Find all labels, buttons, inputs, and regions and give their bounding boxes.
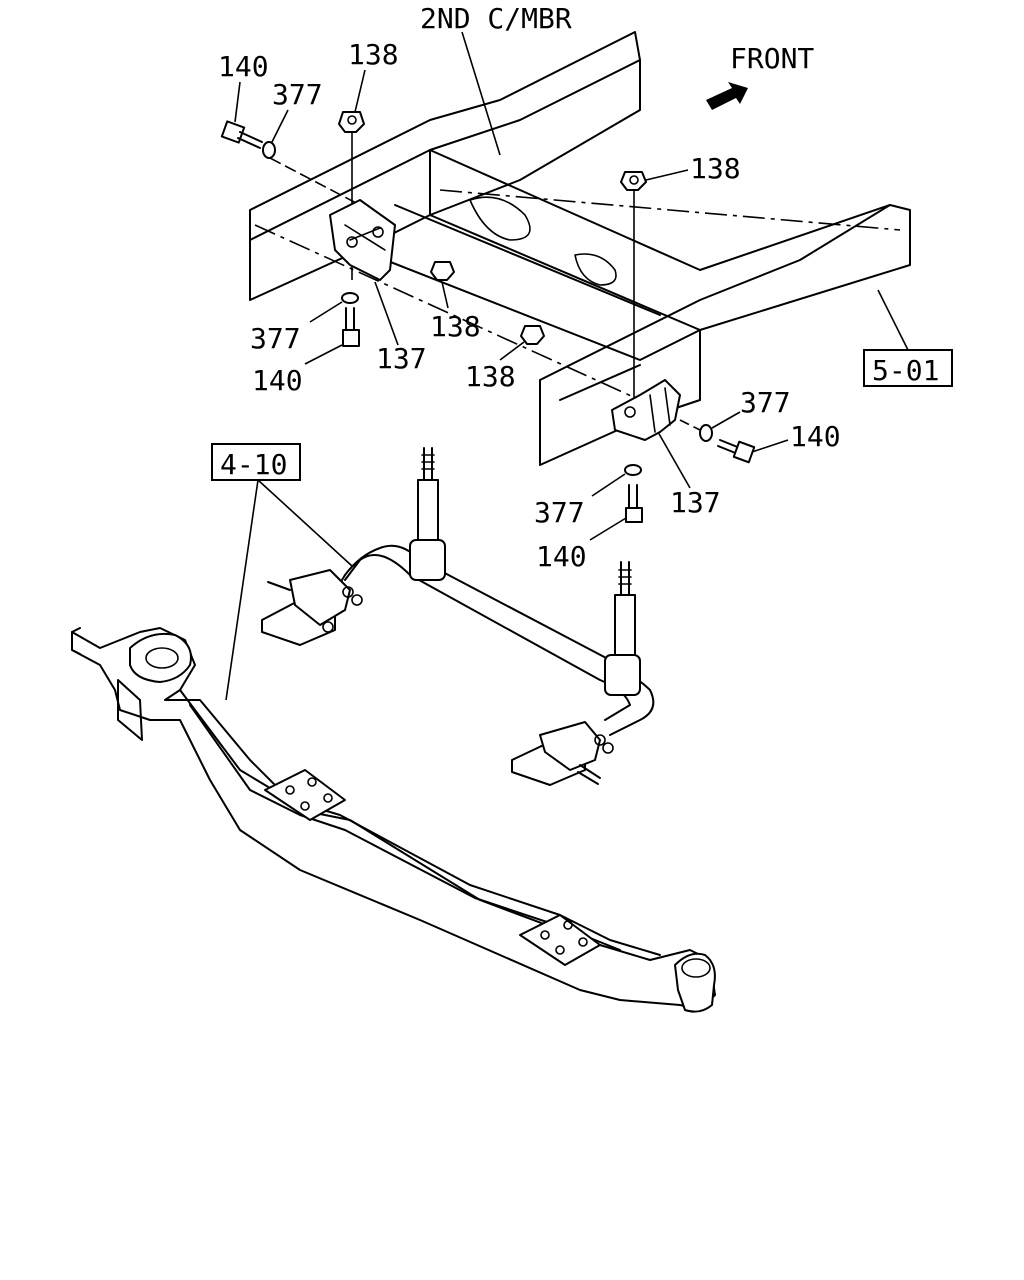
part-number-label[interactable]: 377	[272, 78, 323, 111]
front-axle	[71, 627, 716, 1013]
ref-box-label: 5-01	[872, 354, 939, 387]
frame-cross-member	[249, 31, 911, 466]
part-number-label[interactable]: 138	[465, 360, 516, 393]
nut-icon	[430, 261, 455, 281]
washer-icon	[341, 292, 359, 304]
bolt-icon	[342, 307, 360, 347]
bracket-icon	[611, 379, 681, 441]
ref-box-4-10[interactable]: 4-10	[211, 443, 301, 481]
part-number-label[interactable]: 140	[252, 364, 303, 397]
nut-icon	[620, 171, 647, 191]
front-arrow-icon	[706, 82, 748, 110]
nut-icon	[520, 325, 545, 345]
bracket-icon	[329, 199, 396, 281]
part-number-label[interactable]: 138	[348, 38, 399, 71]
part-number-label[interactable]: 377	[740, 386, 791, 419]
washer-icon	[624, 464, 642, 476]
part-number-label[interactable]: 377	[250, 322, 301, 355]
part-number-label[interactable]: 140	[218, 50, 269, 83]
part-number-label[interactable]: 140	[790, 420, 841, 453]
part-number-label[interactable]: 140	[536, 540, 587, 573]
stabilizer-bar	[261, 447, 655, 786]
part-number-label[interactable]: 138	[690, 152, 741, 185]
ref-box-label: 4-10	[220, 448, 287, 481]
left-bracket-assembly	[220, 111, 455, 347]
washer-icon	[262, 141, 276, 159]
bolt-icon	[717, 439, 756, 464]
part-number-label[interactable]: 137	[670, 486, 721, 519]
ref-box-5-01[interactable]: 5-01	[863, 349, 953, 387]
nut-icon	[338, 111, 365, 133]
bolt-icon	[220, 120, 263, 149]
washer-icon	[699, 424, 713, 442]
part-number-label[interactable]: 137	[376, 342, 427, 375]
frame-label: 2ND C/MBR	[420, 2, 572, 35]
bolt-icon	[625, 484, 643, 523]
part-number-label[interactable]: 138	[430, 310, 481, 343]
part-number-label[interactable]: 377	[534, 496, 585, 529]
right-bracket-assembly	[520, 171, 756, 523]
direction-label: FRONT	[730, 42, 814, 75]
